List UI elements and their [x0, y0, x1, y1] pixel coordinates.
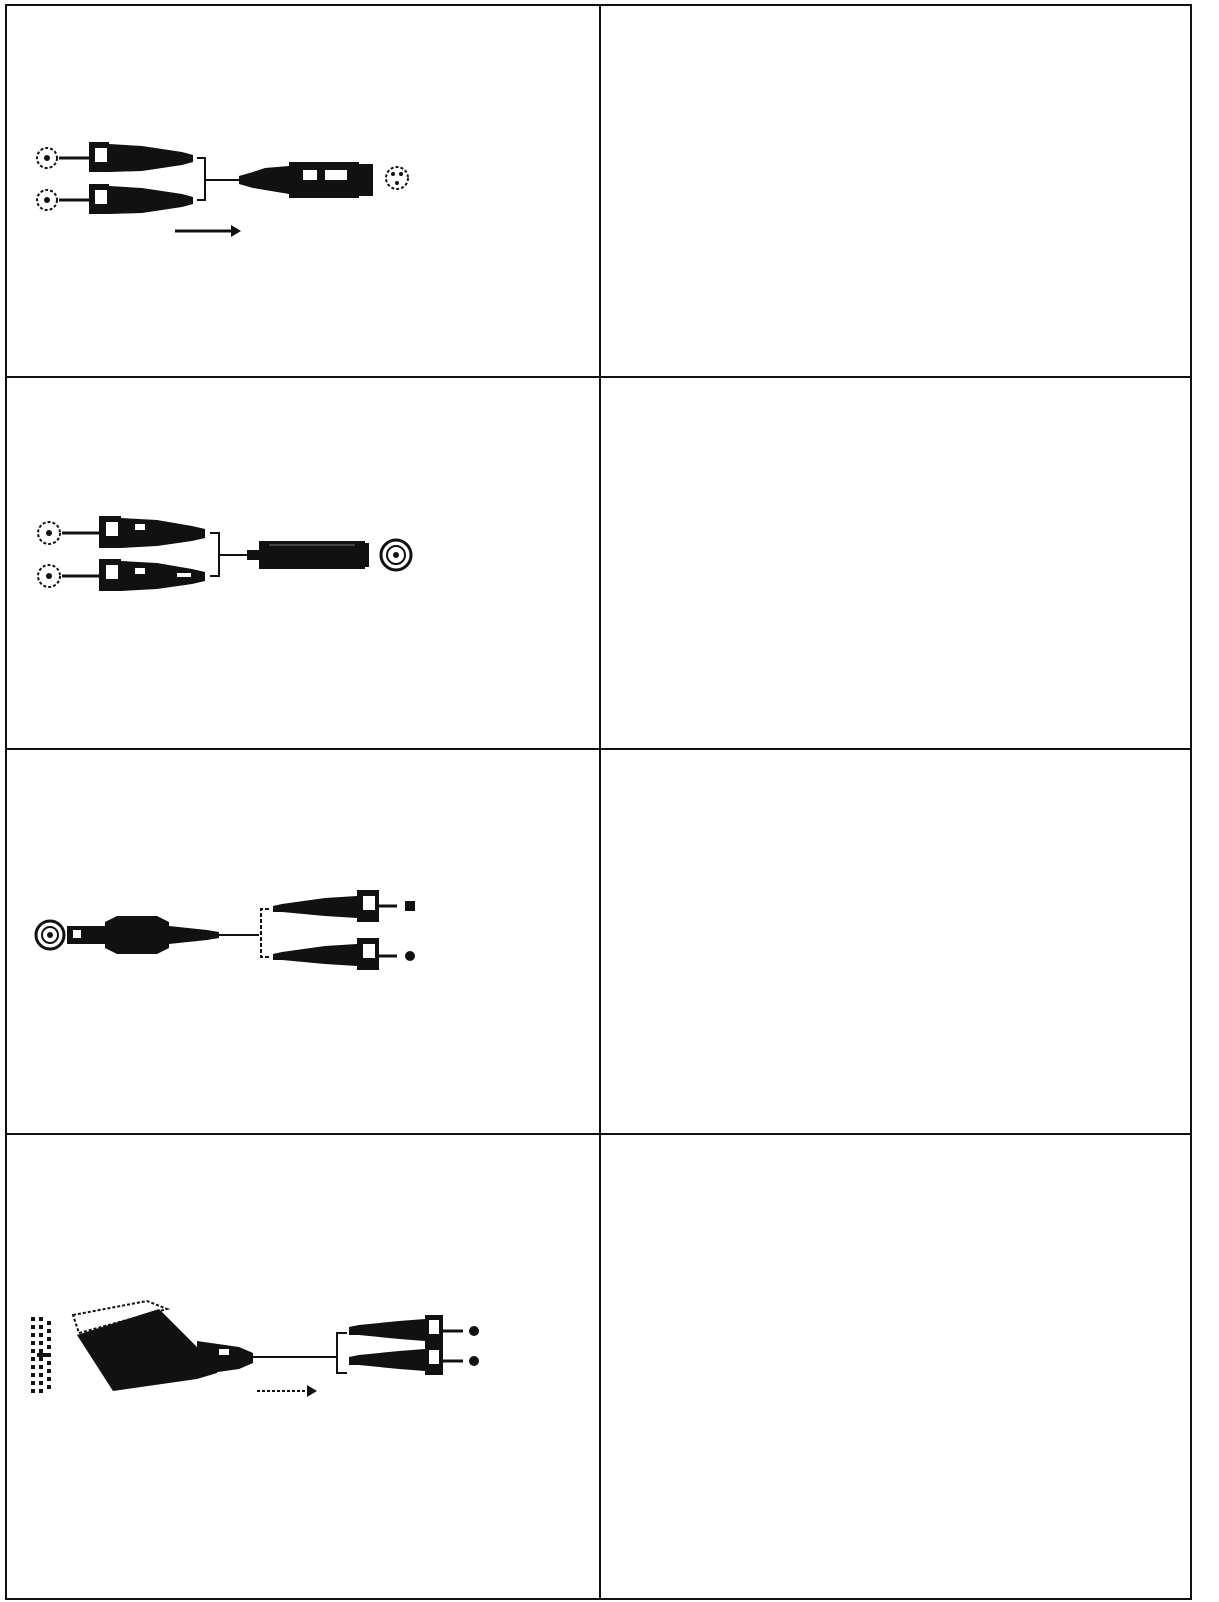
scart-pins-icon	[31, 1317, 51, 1393]
socket-icon	[386, 167, 408, 189]
text-cell-2	[601, 378, 1190, 750]
coax-socket-icon	[36, 921, 64, 949]
arrow-right-icon	[175, 225, 241, 237]
text-cell-4	[601, 1135, 1190, 1598]
rca-socket-icon	[38, 522, 60, 544]
rca-pin-icon	[469, 1356, 479, 1366]
rca-plug-icon	[99, 516, 205, 548]
text-cell-1	[601, 6, 1190, 378]
cable-diagram-2	[7, 378, 599, 748]
coax-plug-icon	[67, 916, 219, 954]
cable-diagram-table	[5, 4, 1192, 1600]
rca-plug-icon	[349, 1345, 463, 1375]
rca-pin-icon	[405, 951, 415, 961]
rca-plug-icon	[273, 938, 397, 970]
rca-pin-icon	[405, 901, 415, 911]
rca-socket-icon	[38, 565, 60, 587]
diagram-cell-4	[7, 1135, 601, 1598]
text-cell-3	[601, 750, 1190, 1135]
rca-socket-icon	[37, 148, 57, 168]
rca-plug-icon	[99, 559, 205, 591]
cable-diagram-1	[7, 6, 599, 376]
arrow-right-icon	[257, 1385, 317, 1397]
coax-socket-icon	[381, 540, 411, 570]
diagram-cell-2	[7, 378, 601, 750]
rca-plug-icon	[89, 142, 193, 172]
rca-plug-icon	[89, 184, 193, 214]
adapter-plug-icon	[239, 162, 373, 198]
rca-plug-icon	[349, 1315, 463, 1345]
diagram-cell-3	[7, 750, 601, 1135]
cable-diagram-4	[7, 1135, 599, 1598]
coax-barrel-icon	[247, 541, 369, 569]
rca-pin-icon	[469, 1326, 479, 1336]
diagram-cell-1	[7, 6, 601, 378]
rca-socket-icon	[37, 190, 57, 210]
rca-plug-icon	[273, 890, 397, 922]
cable-diagram-3	[7, 750, 599, 1133]
scart-plug-icon	[73, 1301, 253, 1391]
